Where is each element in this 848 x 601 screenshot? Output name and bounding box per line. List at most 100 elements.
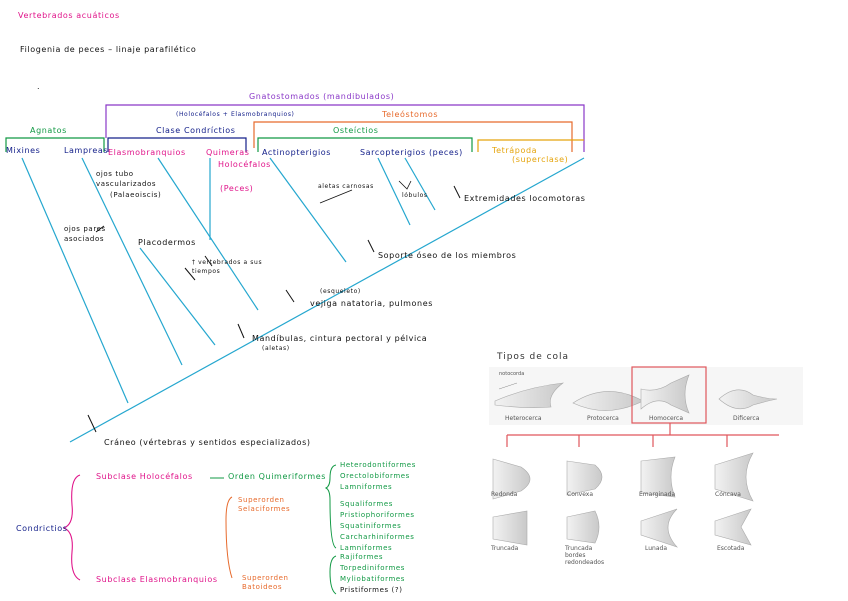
trait-vejiga-note: (esqueleto): [320, 288, 361, 295]
trait-soporte-oseo: Soporte óseo de los miembros: [378, 251, 517, 260]
taxon-holocefalos-note: (Peces): [220, 184, 254, 193]
fin-dificerca: [718, 389, 778, 410]
stray-dot: .: [37, 82, 41, 91]
superorder-2: Superorden Batoideos: [242, 574, 289, 591]
tick-mandibulas: [237, 323, 245, 339]
tick-placo-1: [184, 267, 196, 281]
fin-label-convexa: Convexa: [567, 491, 594, 498]
trait-ojos-pares: ojos pares asociados: [64, 225, 106, 243]
trait-ojos-tubos-note: (Palaeoiscis): [110, 191, 162, 199]
bracket-agnatos: [5, 137, 105, 152]
tick-ojos: [95, 225, 105, 233]
trait-vejiga: vejiga natatoria, pulmones: [310, 299, 433, 308]
order-item: Torpediniformes: [340, 564, 406, 572]
fin-homocerca: [640, 374, 690, 414]
order-item: Carcharhiniformes: [340, 533, 415, 541]
order-list-2: Rajiformes Torpediniformes Myliobatiform…: [340, 552, 405, 596]
label-osteichthyes: Osteíctios: [333, 126, 379, 135]
fin-redonda: [492, 458, 531, 500]
fin-label-protocerca: Protocerca: [587, 415, 619, 422]
order-item: Pristiophoriformes: [340, 511, 415, 519]
fin-figure-drawings: [489, 366, 803, 548]
branch-actinopterigios: [269, 157, 347, 263]
order-item: Myliobatiformes: [340, 575, 406, 583]
fin-label-dificerca: Dificerca: [733, 415, 760, 422]
trait-ojos-tubos: ojos tubo vascularizados: [96, 170, 157, 188]
trait-lobulos: lóbulos: [402, 192, 428, 199]
branch-sarcopterigios: [377, 157, 411, 226]
fin-heterocerca: [494, 382, 565, 408]
trait-craneo: Cráneo (vértebras y sentidos especializa…: [104, 438, 311, 447]
branch-placodermos: [139, 247, 216, 346]
order-item: Lamniformes: [340, 544, 393, 552]
subclass-elasmobranquios: Subclase Elasmobranquios: [96, 575, 218, 584]
label-chondrichthyes: Clase Condríctios: [156, 126, 236, 135]
trait-placodermos-note: † vertebrados a sus tiempos: [192, 259, 263, 275]
fin-connector: [506, 423, 779, 447]
condrictios-brace: [62, 474, 81, 581]
notocorda-line: [498, 382, 518, 390]
brace-group-1: [324, 464, 337, 549]
order-list-1: Heterodontiformes Orectolobiformes Lamni…: [340, 460, 416, 554]
trait-mandibulas-cintura-note: (aletas): [262, 345, 290, 352]
bracket-teleostomi: [253, 121, 573, 152]
superorder-1: Superorden Selaciformes: [238, 496, 291, 513]
order-item: Pristiformes (?): [340, 586, 403, 594]
order-item: Lamniformes: [340, 483, 393, 491]
label-tetrapoda: Tetrápoda: [492, 146, 538, 155]
trait-mandibulas-cintura: Mandíbulas, cintura pectoral y pélvica: [252, 334, 428, 343]
trait-extremidades: Extremidades locomotoras: [464, 194, 586, 203]
fin-lunada: [640, 508, 678, 548]
fin-homocerca-highlight: [631, 366, 707, 424]
fin-label-homocerca: Homocerca: [649, 415, 683, 422]
fin-truncada: [492, 510, 528, 546]
order-item: Heterodontiformes: [340, 461, 416, 469]
fin-escotada: [714, 508, 752, 546]
fin-label-truncada-redondeada: Truncada bordes redondeados: [565, 545, 605, 566]
branch-lampreas: [81, 157, 183, 366]
annotation-curve: [319, 189, 353, 204]
fin-concava: [714, 452, 754, 502]
brace-group-2: [329, 555, 337, 595]
page-title: Vertebrados acuáticos: [18, 11, 120, 20]
label-tetrapoda-note: (superclase): [512, 155, 569, 164]
taxon-quimeras: Quimeras: [206, 148, 250, 157]
taxon-elasmobranquios: Elasmobranquios: [108, 148, 186, 157]
cladogram-axis: [69, 157, 585, 443]
brace-superorders: [225, 496, 233, 579]
order-item: Orectolobiformes: [340, 472, 410, 480]
branch-sarco-2: [404, 157, 436, 211]
taxon-actinopterigios: Actinopterigios: [262, 148, 332, 157]
fin-label-escotada: Escotada: [717, 545, 745, 552]
bracket-chondrichthyes: [107, 137, 247, 152]
fin-label-truncada: Truncada: [491, 545, 519, 552]
order-item: Squatiniformes: [340, 522, 402, 530]
annotation-arrow: [398, 180, 412, 190]
bracket-gnathostomata: [105, 104, 585, 152]
subclass-holocefalos: Subclase Holocéfalos: [96, 472, 193, 481]
order-item: Squaliformes: [340, 500, 393, 508]
fin-convexa: [566, 460, 603, 496]
fin-label-redonda: Redonda: [491, 491, 518, 498]
branch-elasmobranquios: [157, 157, 259, 311]
tick-vejiga: [285, 289, 295, 303]
fin-label-concava: Cóncava: [715, 491, 741, 498]
condrictios-root: Condrictios: [16, 524, 68, 533]
bracket-osteichthyes: [257, 137, 473, 152]
fin-emarginada: [640, 456, 676, 498]
trait-placodermos: Placodermos: [138, 238, 196, 247]
tick-craneo: [87, 414, 97, 433]
taxon-mixines: Mixines: [6, 146, 41, 155]
label-chondrichthyes-note: (Holocéfalos + Elasmobranquios): [176, 111, 295, 118]
fin-figure-title: Tipos de cola: [497, 352, 570, 362]
label-teleostomi: Teleóstomos: [382, 110, 439, 119]
order-item: Rajiformes: [340, 553, 384, 561]
fin-truncada-redondeada: [566, 510, 600, 544]
fin-note-notocorda: notocorda: [499, 371, 525, 377]
fin-types-figure: Tipos de cola notocorda: [487, 349, 805, 601]
taxon-lampreas: Lampreas: [64, 146, 109, 155]
tick-extremidades: [453, 185, 461, 199]
trait-aleta-rayada: aletas carnosas: [318, 183, 374, 190]
branch-mixines: [21, 157, 129, 404]
